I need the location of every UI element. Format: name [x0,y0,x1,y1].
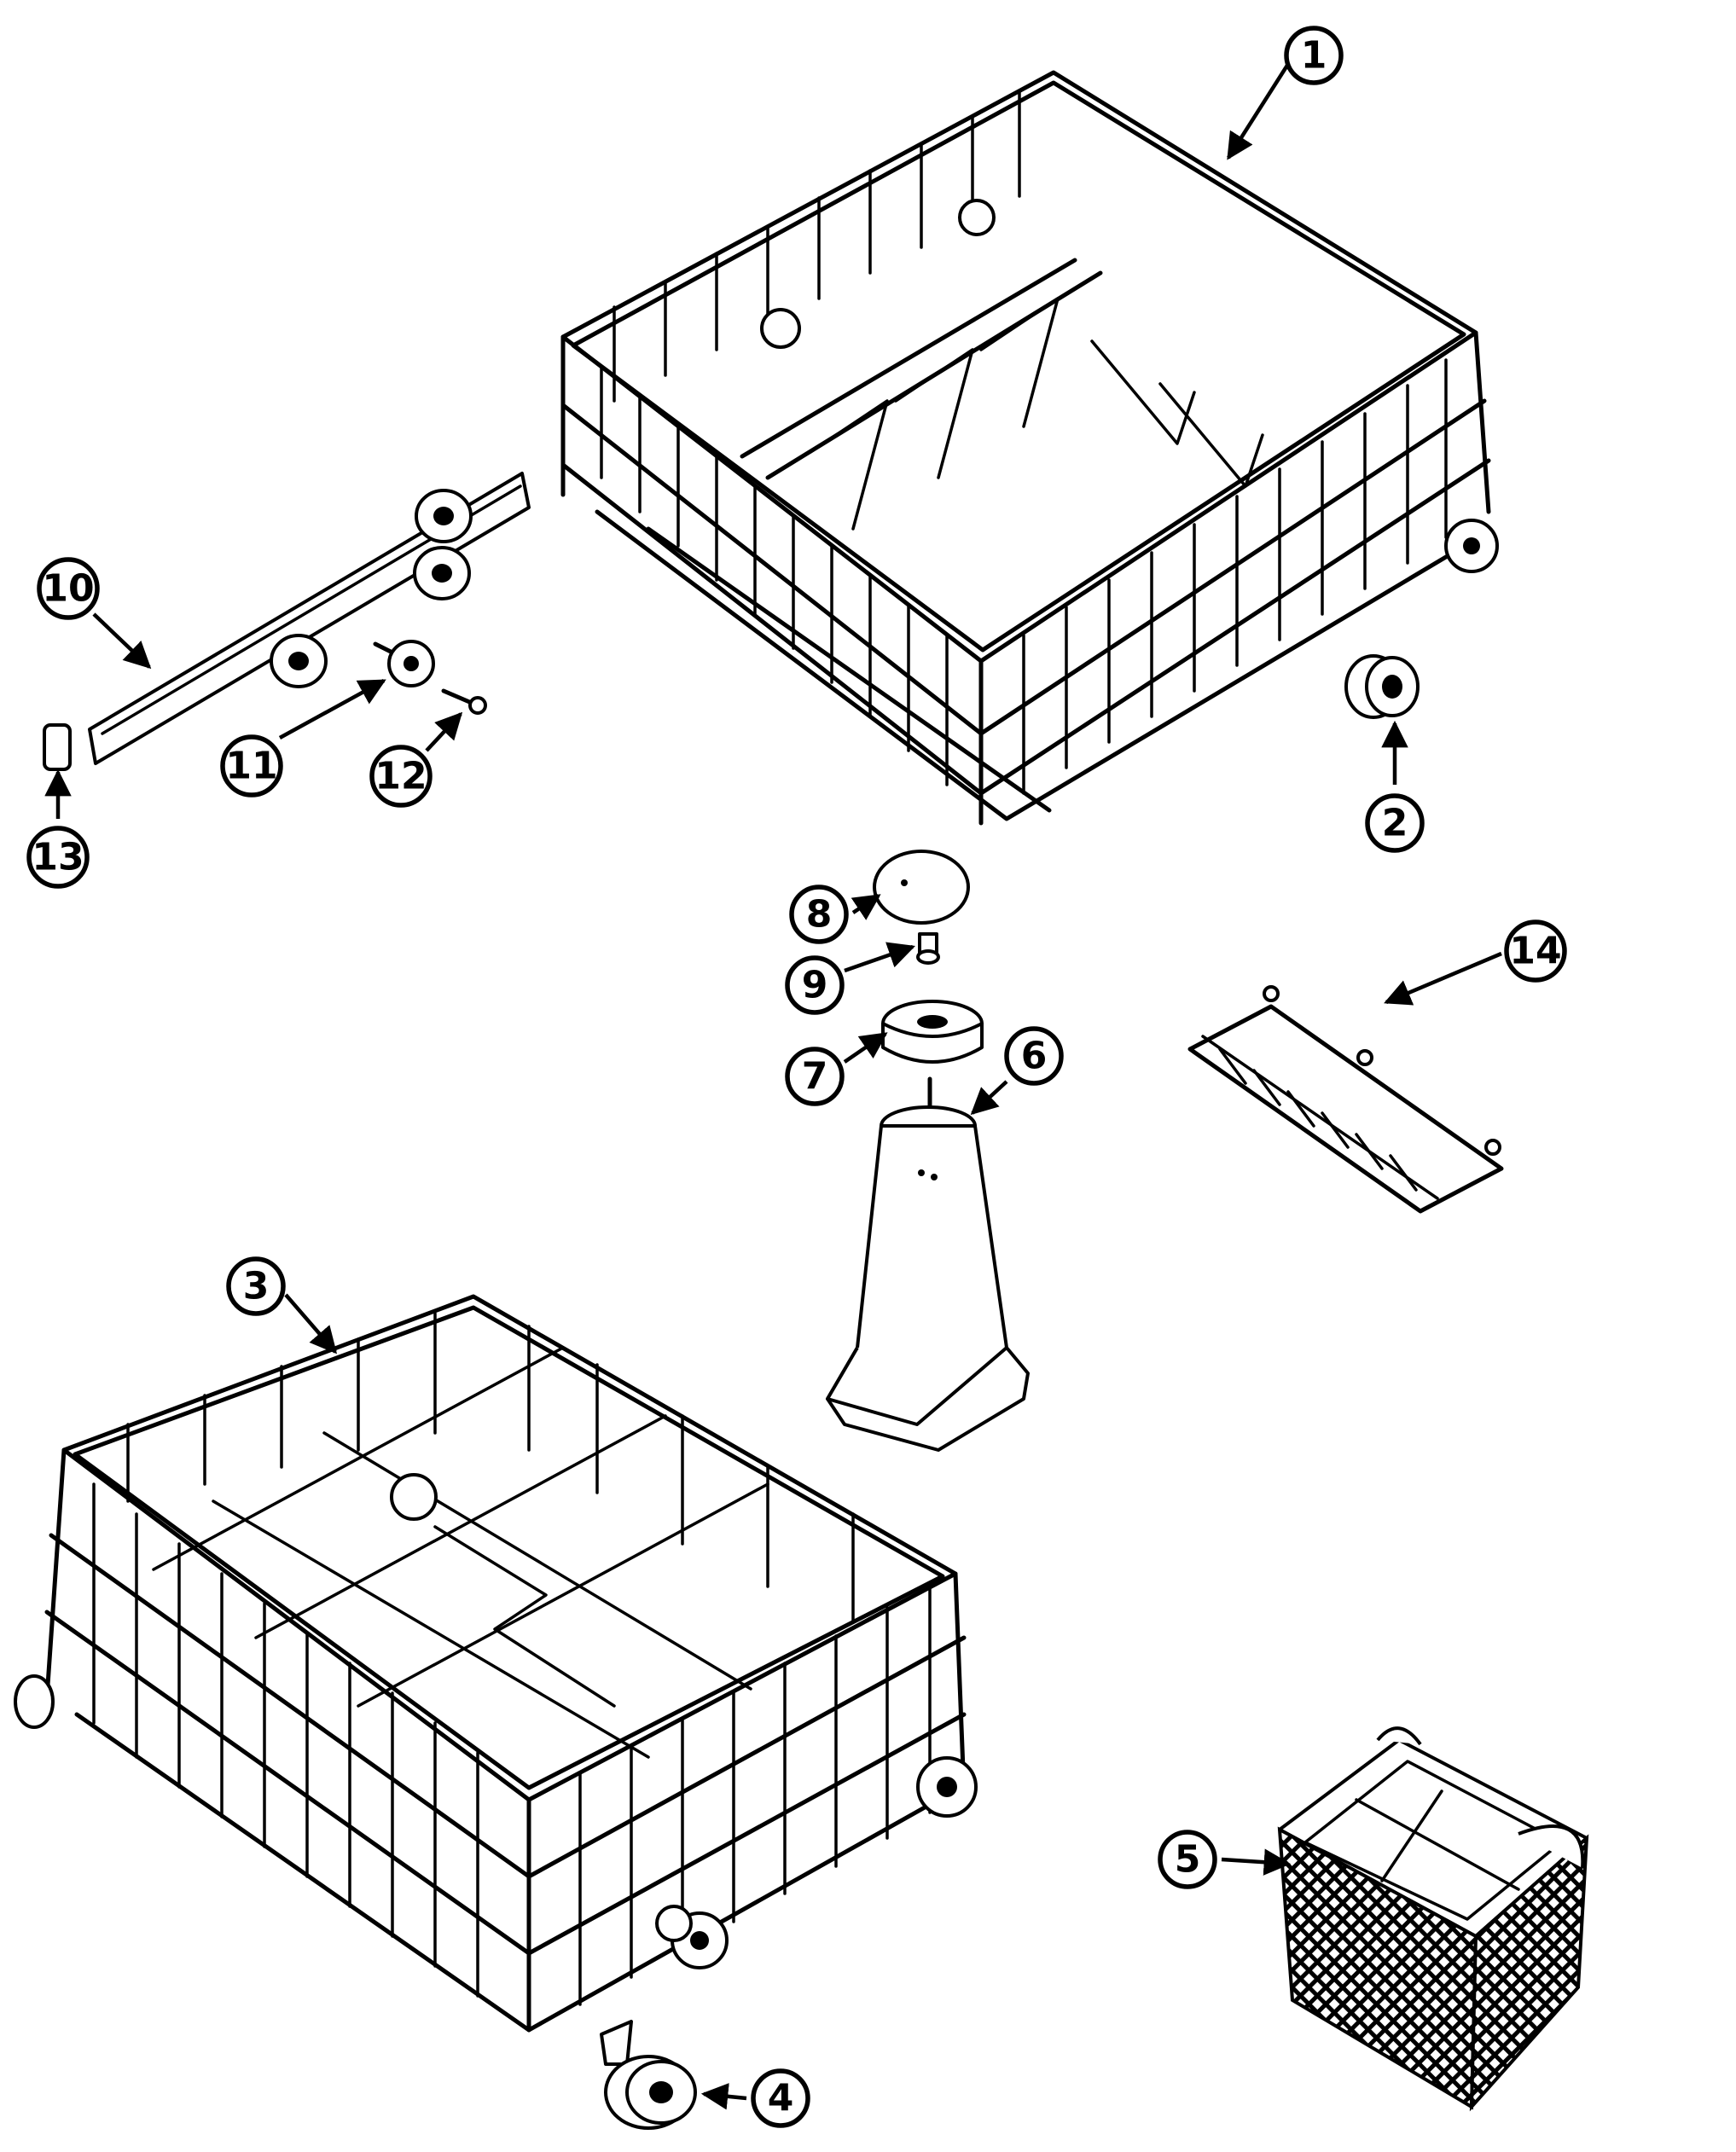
callout-label: 14 [1509,930,1561,973]
upper-rack-back-wires [613,90,1021,403]
callout-5: 5 [1158,1830,1217,1889]
upper-rack-front-wires [600,358,1448,795]
lower-rack-back-wires [126,1312,855,1622]
callout-label: 9 [802,964,828,1007]
callout-3: 3 [226,1256,286,1316]
callout-4: 4 [751,2068,810,2128]
callout-13: 13 [26,826,90,889]
callout-8: 8 [789,885,849,944]
callout-1: 1 [1284,26,1344,85]
lower-rack-front-wires [92,1482,932,2006]
spray-cap [873,850,970,925]
leader-lines [44,62,1502,2110]
callout-label: 7 [802,1055,828,1099]
spray-tower [826,1076,1030,1452]
callout-label: 10 [42,567,94,611]
callout-label: 8 [806,893,833,937]
tine-row [1187,985,1504,1214]
callout-9: 9 [785,955,845,1015]
callout-10: 10 [37,557,100,620]
track-end-cap [43,723,72,771]
track-screw [441,688,487,715]
callout-label: 11 [225,745,277,788]
callout-12: 12 [369,745,433,808]
callout-7: 7 [785,1047,845,1106]
rack-track [88,472,531,765]
spray-valve [916,932,940,965]
callout-label: 5 [1175,1838,1201,1882]
callout-label: 2 [1382,802,1408,845]
lower-rack [14,1294,978,2033]
callout-label: 6 [1021,1035,1048,1078]
callout-11: 11 [220,734,283,798]
callout-label: 1 [1301,34,1327,78]
callout-label: 12 [374,755,427,798]
callout-6: 6 [1004,1026,1064,1086]
track-roller-stud [373,640,435,687]
callout-label: 13 [32,836,84,879]
lower-rack-wheel [600,2020,697,2130]
silverware-basket [1277,1726,1589,2112]
rack-roller [1344,654,1420,719]
callout-2: 2 [1365,793,1425,853]
callout-14: 14 [1504,919,1567,983]
callout-label: 4 [768,2077,794,2120]
upper-rack [560,70,1499,826]
spray-nut [881,1000,984,1064]
callout-label: 3 [243,1265,270,1308]
